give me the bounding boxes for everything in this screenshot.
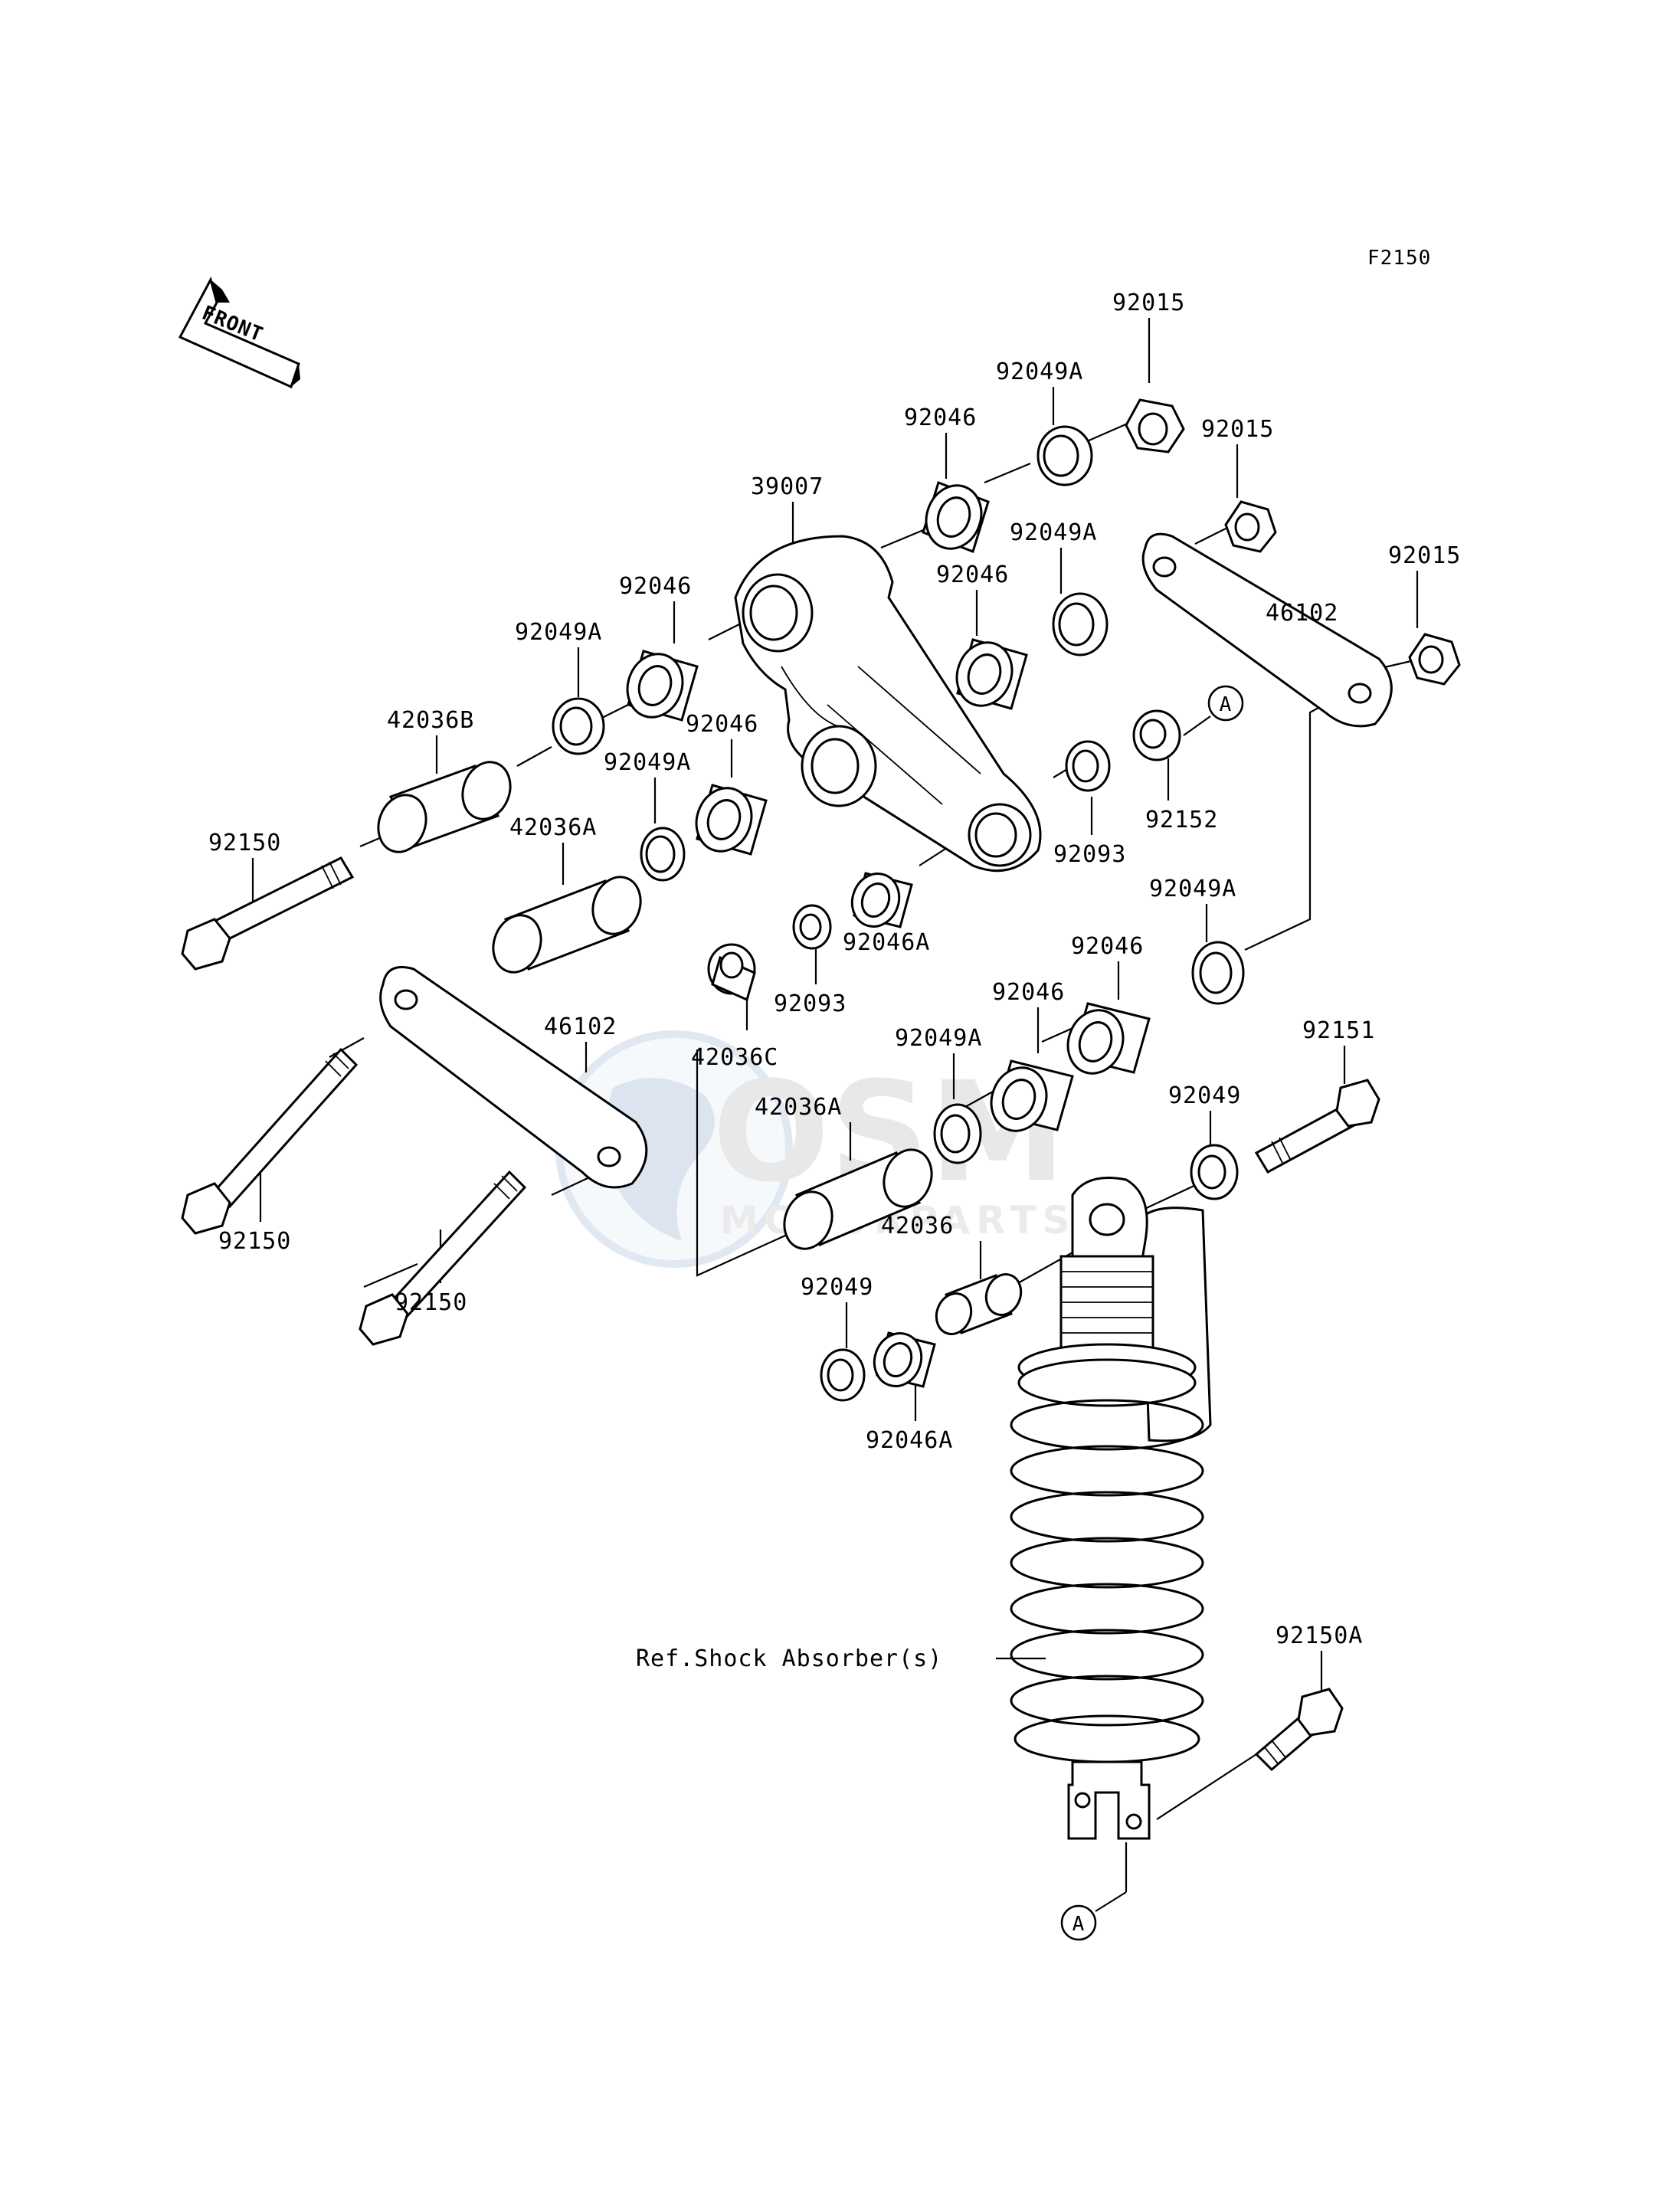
bearing-92046-lower-right [1066, 1002, 1151, 1075]
bolt-92150-mid [181, 1047, 359, 1235]
callout-42036B: 42036B [387, 707, 474, 734]
callout-46102-lower: 46102 [544, 1013, 617, 1040]
figure-code: F2150 [1367, 247, 1431, 270]
washer-92152 [1132, 709, 1181, 761]
callout-92049-upper: 92049 [1168, 1082, 1241, 1109]
seal-92049-lower [820, 1348, 866, 1402]
callout-92046-top: 92046 [904, 404, 977, 431]
callout-92049A-mid: 92049A [1010, 519, 1097, 546]
callout-92049A-center: 92049A [604, 749, 691, 776]
nut-92015-top [1125, 398, 1185, 453]
link-46102-lower [379, 966, 648, 1189]
bearing-92046-center [695, 784, 768, 856]
bolt-92150-lower [359, 1170, 527, 1346]
callout-42036A-lower: 42036A [755, 1094, 842, 1121]
parts-drawing [181, 398, 1461, 1840]
callout-ref-shock: Ref.Shock Absorber(s) [636, 1645, 942, 1672]
bearing-92046-left [626, 650, 699, 722]
callout-92015-right: 92015 [1388, 542, 1461, 569]
collar-42036A-lower [783, 1148, 933, 1250]
svg-text:A: A [1220, 693, 1233, 716]
bearing-92046-mid [955, 638, 1028, 710]
ref-marker-a-bottom: A [1060, 1904, 1097, 1941]
bolt-92150A [1254, 1688, 1344, 1772]
seal-92093-right [1065, 740, 1111, 792]
seal-92049A-lower-center [933, 1103, 982, 1164]
collar-42036C [707, 943, 756, 1002]
callout-92046-center: 92046 [686, 711, 758, 738]
collar-42036A-upper [492, 876, 642, 974]
collar-42036 [935, 1273, 1023, 1335]
callout-92049A-lower-center: 92049A [895, 1025, 982, 1052]
callout-46102-top: 46102 [1266, 600, 1338, 627]
callout-92150-lower: 92150 [395, 1289, 467, 1316]
callout-labels: 92015 92049A 92046 39007 92015 92049A 92… [208, 290, 1461, 1672]
callout-92150A: 92150A [1276, 1622, 1363, 1649]
nut-92015-right [1408, 633, 1461, 686]
nut-92015-mid [1224, 500, 1277, 553]
callout-92093-lower: 92093 [774, 990, 847, 1017]
seal-92049A-left [552, 697, 605, 755]
callout-92093-right: 92093 [1053, 841, 1126, 868]
callout-92049A-top: 92049A [996, 359, 1083, 385]
callout-42036: 42036 [881, 1213, 954, 1239]
bearing-92046A-lower [873, 1331, 936, 1388]
callout-92150-top: 92150 [208, 830, 281, 856]
callout-92046A-lower: 92046A [866, 1427, 953, 1454]
callout-92150-mid: 92150 [218, 1228, 291, 1255]
seal-92049A-center [640, 827, 686, 882]
seal-92049-upper [1190, 1144, 1239, 1200]
callout-92046-left: 92046 [619, 573, 692, 600]
bearing-92046-top [922, 481, 990, 553]
callout-92046A-upper: 92046A [843, 929, 930, 956]
callout-92015-top: 92015 [1112, 290, 1185, 316]
callout-92046-lower-center: 92046 [992, 979, 1065, 1006]
callout-92015-mid: 92015 [1201, 416, 1274, 443]
callout-42036C: 42036C [691, 1044, 778, 1071]
callout-92046-lower-right: 92046 [1071, 933, 1144, 960]
callout-92049A-left: 92049A [515, 619, 602, 646]
callout-92152: 92152 [1145, 807, 1218, 833]
seal-92049A-mid [1052, 592, 1109, 656]
callout-92151: 92151 [1302, 1017, 1375, 1044]
seal-92049A-top [1036, 425, 1093, 486]
shock-absorber [1010, 1177, 1212, 1840]
callout-92046-mid: 92046 [936, 562, 1009, 588]
callout-39007: 39007 [751, 473, 824, 500]
front-arrow-icon: FRONT [178, 276, 300, 389]
bolt-92151 [1254, 1079, 1380, 1174]
callout-92049A-lower-right: 92049A [1149, 876, 1236, 902]
callout-42036A-upper: 42036A [509, 814, 597, 841]
callout-92049-lower: 92049 [801, 1274, 873, 1301]
seal-92049A-lower-right [1191, 941, 1245, 1005]
link-46102-top [1141, 532, 1393, 728]
rocker-arm-39007 [734, 535, 1042, 873]
seal-92093-lower [792, 904, 832, 950]
bearing-92046A-upper [850, 872, 913, 928]
collar-42036B [377, 761, 512, 853]
bolt-92150-top [181, 856, 355, 971]
ref-marker-a-top: A [1207, 685, 1244, 722]
svg-text:A: A [1073, 1913, 1086, 1936]
bearing-92046-lower-center [990, 1059, 1074, 1132]
